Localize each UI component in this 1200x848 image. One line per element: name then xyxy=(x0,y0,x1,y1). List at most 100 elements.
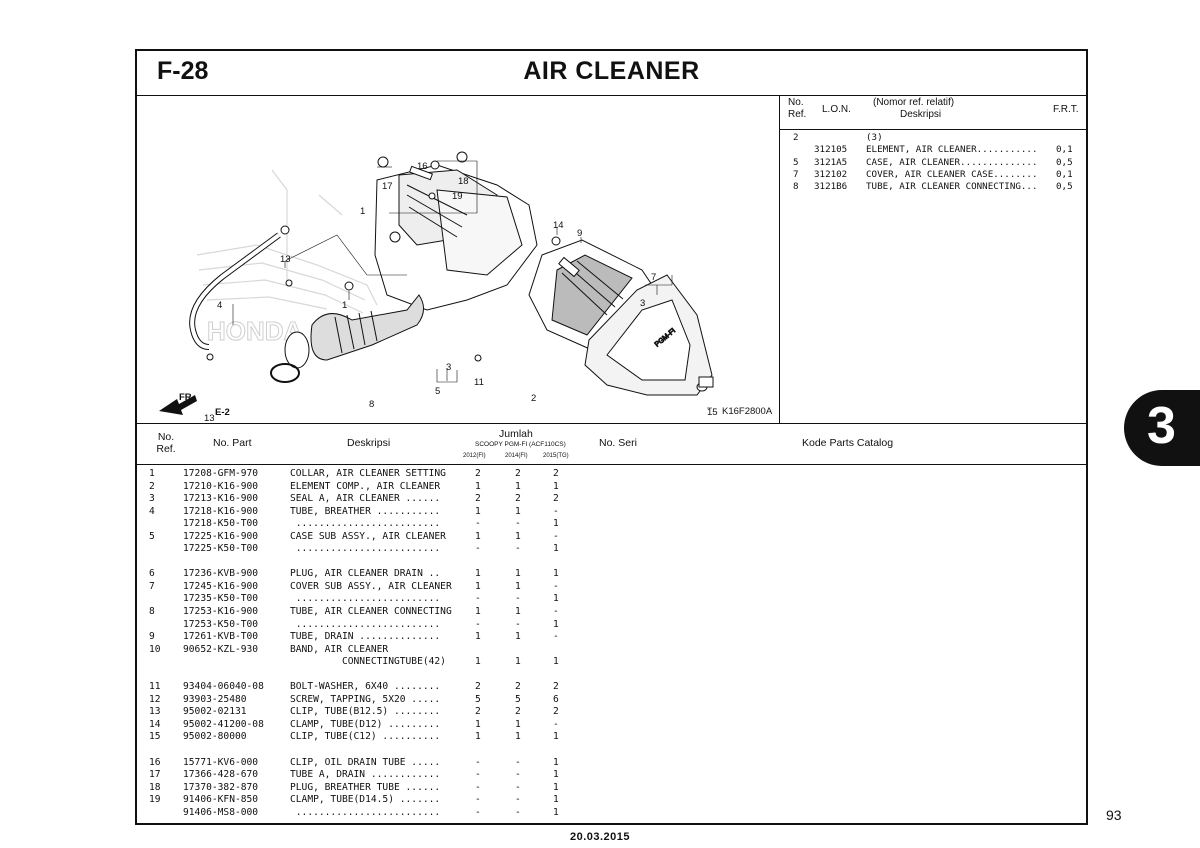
table-row: 17225-K50-T00 .........................-… xyxy=(137,543,1086,556)
clip-tube-13b xyxy=(206,353,214,361)
cell-q2: 1 xyxy=(515,606,521,618)
lon-table: No. Ref. L.O.N. (Nomor ref. relatif) Des… xyxy=(780,95,1086,423)
lon-col-ref: No. Ref. xyxy=(788,97,807,120)
air-element xyxy=(528,239,653,351)
cell-part: 15771-KV6-000 xyxy=(183,756,259,768)
cell-part: 17218-K50-T00 xyxy=(183,518,259,530)
callout-13a: 13 xyxy=(280,254,291,265)
cell-ref: 16 xyxy=(149,756,161,768)
callout-15: 15 xyxy=(707,407,718,418)
cell-part: 91406-MS8-000 xyxy=(183,806,259,818)
callout-11: 11 xyxy=(474,377,484,388)
cell-q2: - xyxy=(515,756,521,768)
cell-ref: 6 xyxy=(149,568,155,580)
cell-q1: 1 xyxy=(475,731,481,743)
cell-q3: 1 xyxy=(553,794,559,806)
drain-clamp xyxy=(551,236,561,246)
cell-ref: 5 xyxy=(149,530,155,542)
cell-ref: 17 xyxy=(149,769,161,781)
cell-desc: ......................... xyxy=(290,518,441,530)
diagram-svg: HONDA xyxy=(159,151,773,423)
callout-9: 9 xyxy=(577,228,582,239)
cell-q2: 1 xyxy=(515,480,521,492)
callout-4: 4 xyxy=(217,300,222,311)
cell-q2: - xyxy=(515,781,521,793)
cell-q1: - xyxy=(475,618,481,630)
cell-q2: 1 xyxy=(515,731,521,743)
cell-q1: 1 xyxy=(475,656,481,668)
lon-cell-frt: 0,1 xyxy=(1056,168,1073,180)
cell-q1: - xyxy=(475,769,481,781)
cell-desc: TUBE, DRAIN .............. xyxy=(290,631,441,643)
cell-desc: TUBE A, DRAIN ............ xyxy=(290,769,441,781)
cell-q3: - xyxy=(553,631,559,643)
col-model: SCOOPY PGM-FI (ACF110CS) xyxy=(475,441,566,448)
lon-cell-frt: 0,1 xyxy=(1056,144,1073,156)
row-spacer xyxy=(137,669,1086,682)
leader-lines xyxy=(232,160,712,409)
callout-7: 7 xyxy=(651,272,656,283)
cell-q2: 5 xyxy=(515,693,521,705)
cell-ref: 13 xyxy=(149,706,161,718)
lon-cell-desc: COVER, AIR CLEANER CASE........ xyxy=(866,168,1038,180)
callout-19: 19 xyxy=(452,191,463,202)
section-tab-number: 3 xyxy=(1147,397,1176,455)
lon-cell-ref: 5 xyxy=(793,156,799,168)
cell-q2: 1 xyxy=(515,505,521,517)
cell-desc: BOLT-WASHER, 6X40 ........ xyxy=(290,681,441,693)
front-arrow: FR. xyxy=(159,392,197,415)
section-code: F-28 xyxy=(157,57,209,85)
callout-13b: 13 xyxy=(204,413,215,423)
cell-q1: 2 xyxy=(475,493,481,505)
cell-part: 17225-K50-T00 xyxy=(183,543,259,555)
cell-part: 17218-K16-900 xyxy=(183,505,259,517)
cell-q1: 5 xyxy=(475,693,481,705)
callout-1a: 1 xyxy=(360,206,365,217)
cell-q2: 1 xyxy=(515,580,521,592)
cell-ref: 10 xyxy=(149,643,161,655)
cell-desc: CLIP, OIL DRAIN TUBE ..... xyxy=(290,756,441,768)
cell-desc: CLIP, TUBE(C12) .......... xyxy=(290,731,441,743)
collar-1 xyxy=(344,281,354,291)
cell-q3: 2 xyxy=(553,493,559,505)
cell-desc: COVER SUB ASSY., AIR CLEANER xyxy=(290,580,452,592)
callout-14: 14 xyxy=(553,220,564,231)
lon-cell-desc: (3) xyxy=(866,132,883,143)
clip-oil-drain xyxy=(428,192,436,200)
cell-part: 93404-06040-08 xyxy=(183,681,264,693)
cell-part: 17213-K16-900 xyxy=(183,493,259,505)
small-parts xyxy=(206,151,714,392)
callout-18: 18 xyxy=(458,176,469,187)
cell-q3: - xyxy=(553,580,559,592)
honda-wing-watermark xyxy=(196,169,378,314)
cell-part: 93903-25480 xyxy=(183,693,247,705)
row-spacer xyxy=(137,744,1086,757)
cell-q1: - xyxy=(475,781,481,793)
cell-q3: 2 xyxy=(553,468,559,479)
page-header: F-28 AIR CLEANER xyxy=(137,51,1086,96)
cell-part: 95002-02131 xyxy=(183,706,247,718)
lon-col-lon: L.O.N. xyxy=(822,104,851,115)
cell-q2: 1 xyxy=(515,656,521,668)
cell-q3: 1 xyxy=(553,781,559,793)
cell-q1: 2 xyxy=(475,681,481,693)
cell-q3: 1 xyxy=(553,618,559,630)
breather-plug xyxy=(456,151,468,163)
cell-ref: 12 xyxy=(149,693,161,705)
col-no-ref: No. Ref. xyxy=(156,431,176,455)
cell-desc: TUBE, AIR CLEANER CONNECTING xyxy=(290,606,452,618)
cell-q1: 1 xyxy=(475,530,481,542)
cell-part: 17245-K16-900 xyxy=(183,580,259,592)
lon-cell-lon: 3121B6 xyxy=(814,181,848,193)
cell-q3: 2 xyxy=(553,706,559,718)
cell-q1: 2 xyxy=(475,468,481,479)
